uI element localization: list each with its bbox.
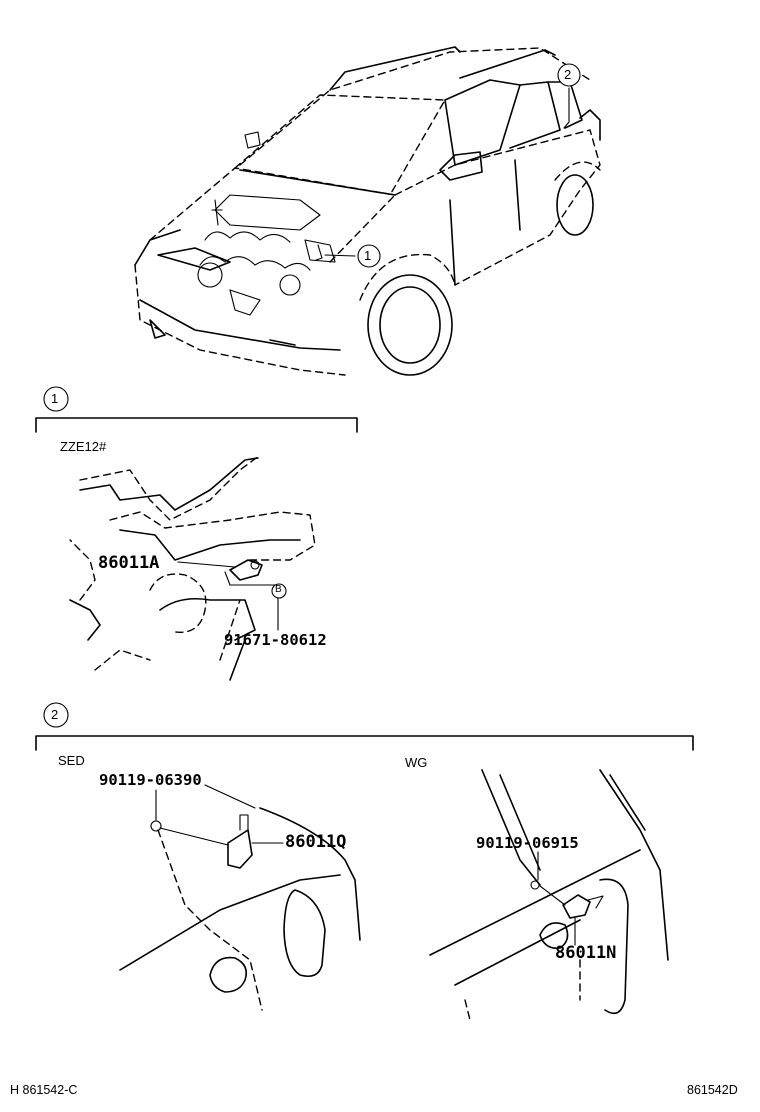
section-1-number: 1 [51, 391, 59, 406]
section-2-number: 2 [51, 707, 59, 722]
part-91671-80612[interactable]: 91671-80612 [224, 631, 327, 649]
part-90119-06915[interactable]: 90119-06915 [476, 834, 579, 852]
part-86011A[interactable]: 86011A [98, 553, 160, 573]
wg-title: WG [405, 755, 428, 770]
bolt-marker-B [271, 583, 287, 599]
section-1-frame [35, 386, 358, 433]
callout-1-top-number: 1 [364, 248, 372, 263]
callout-1-top [357, 244, 381, 268]
section-1-title: ZZE12# [60, 439, 107, 454]
part-90119-06390[interactable]: 90119-06390 [99, 771, 202, 789]
sed-illustration [119, 784, 361, 1011]
section-1-illustration [69, 454, 316, 681]
wg-illustration [429, 769, 669, 1021]
sed-title: SED [58, 753, 85, 768]
callout-2-top [557, 63, 581, 87]
section-2-frame [35, 702, 694, 751]
footer-left-code: H 861542-C [10, 1083, 78, 1097]
vehicle-illustration [134, 46, 601, 376]
callout-2-top-number: 2 [564, 67, 572, 82]
footer-right-code: 861542D [687, 1083, 738, 1097]
part-86011N[interactable]: 86011N [555, 943, 617, 963]
bolt-marker-B-letter: B [275, 584, 282, 595]
part-86011Q[interactable]: 86011Q [285, 832, 347, 852]
